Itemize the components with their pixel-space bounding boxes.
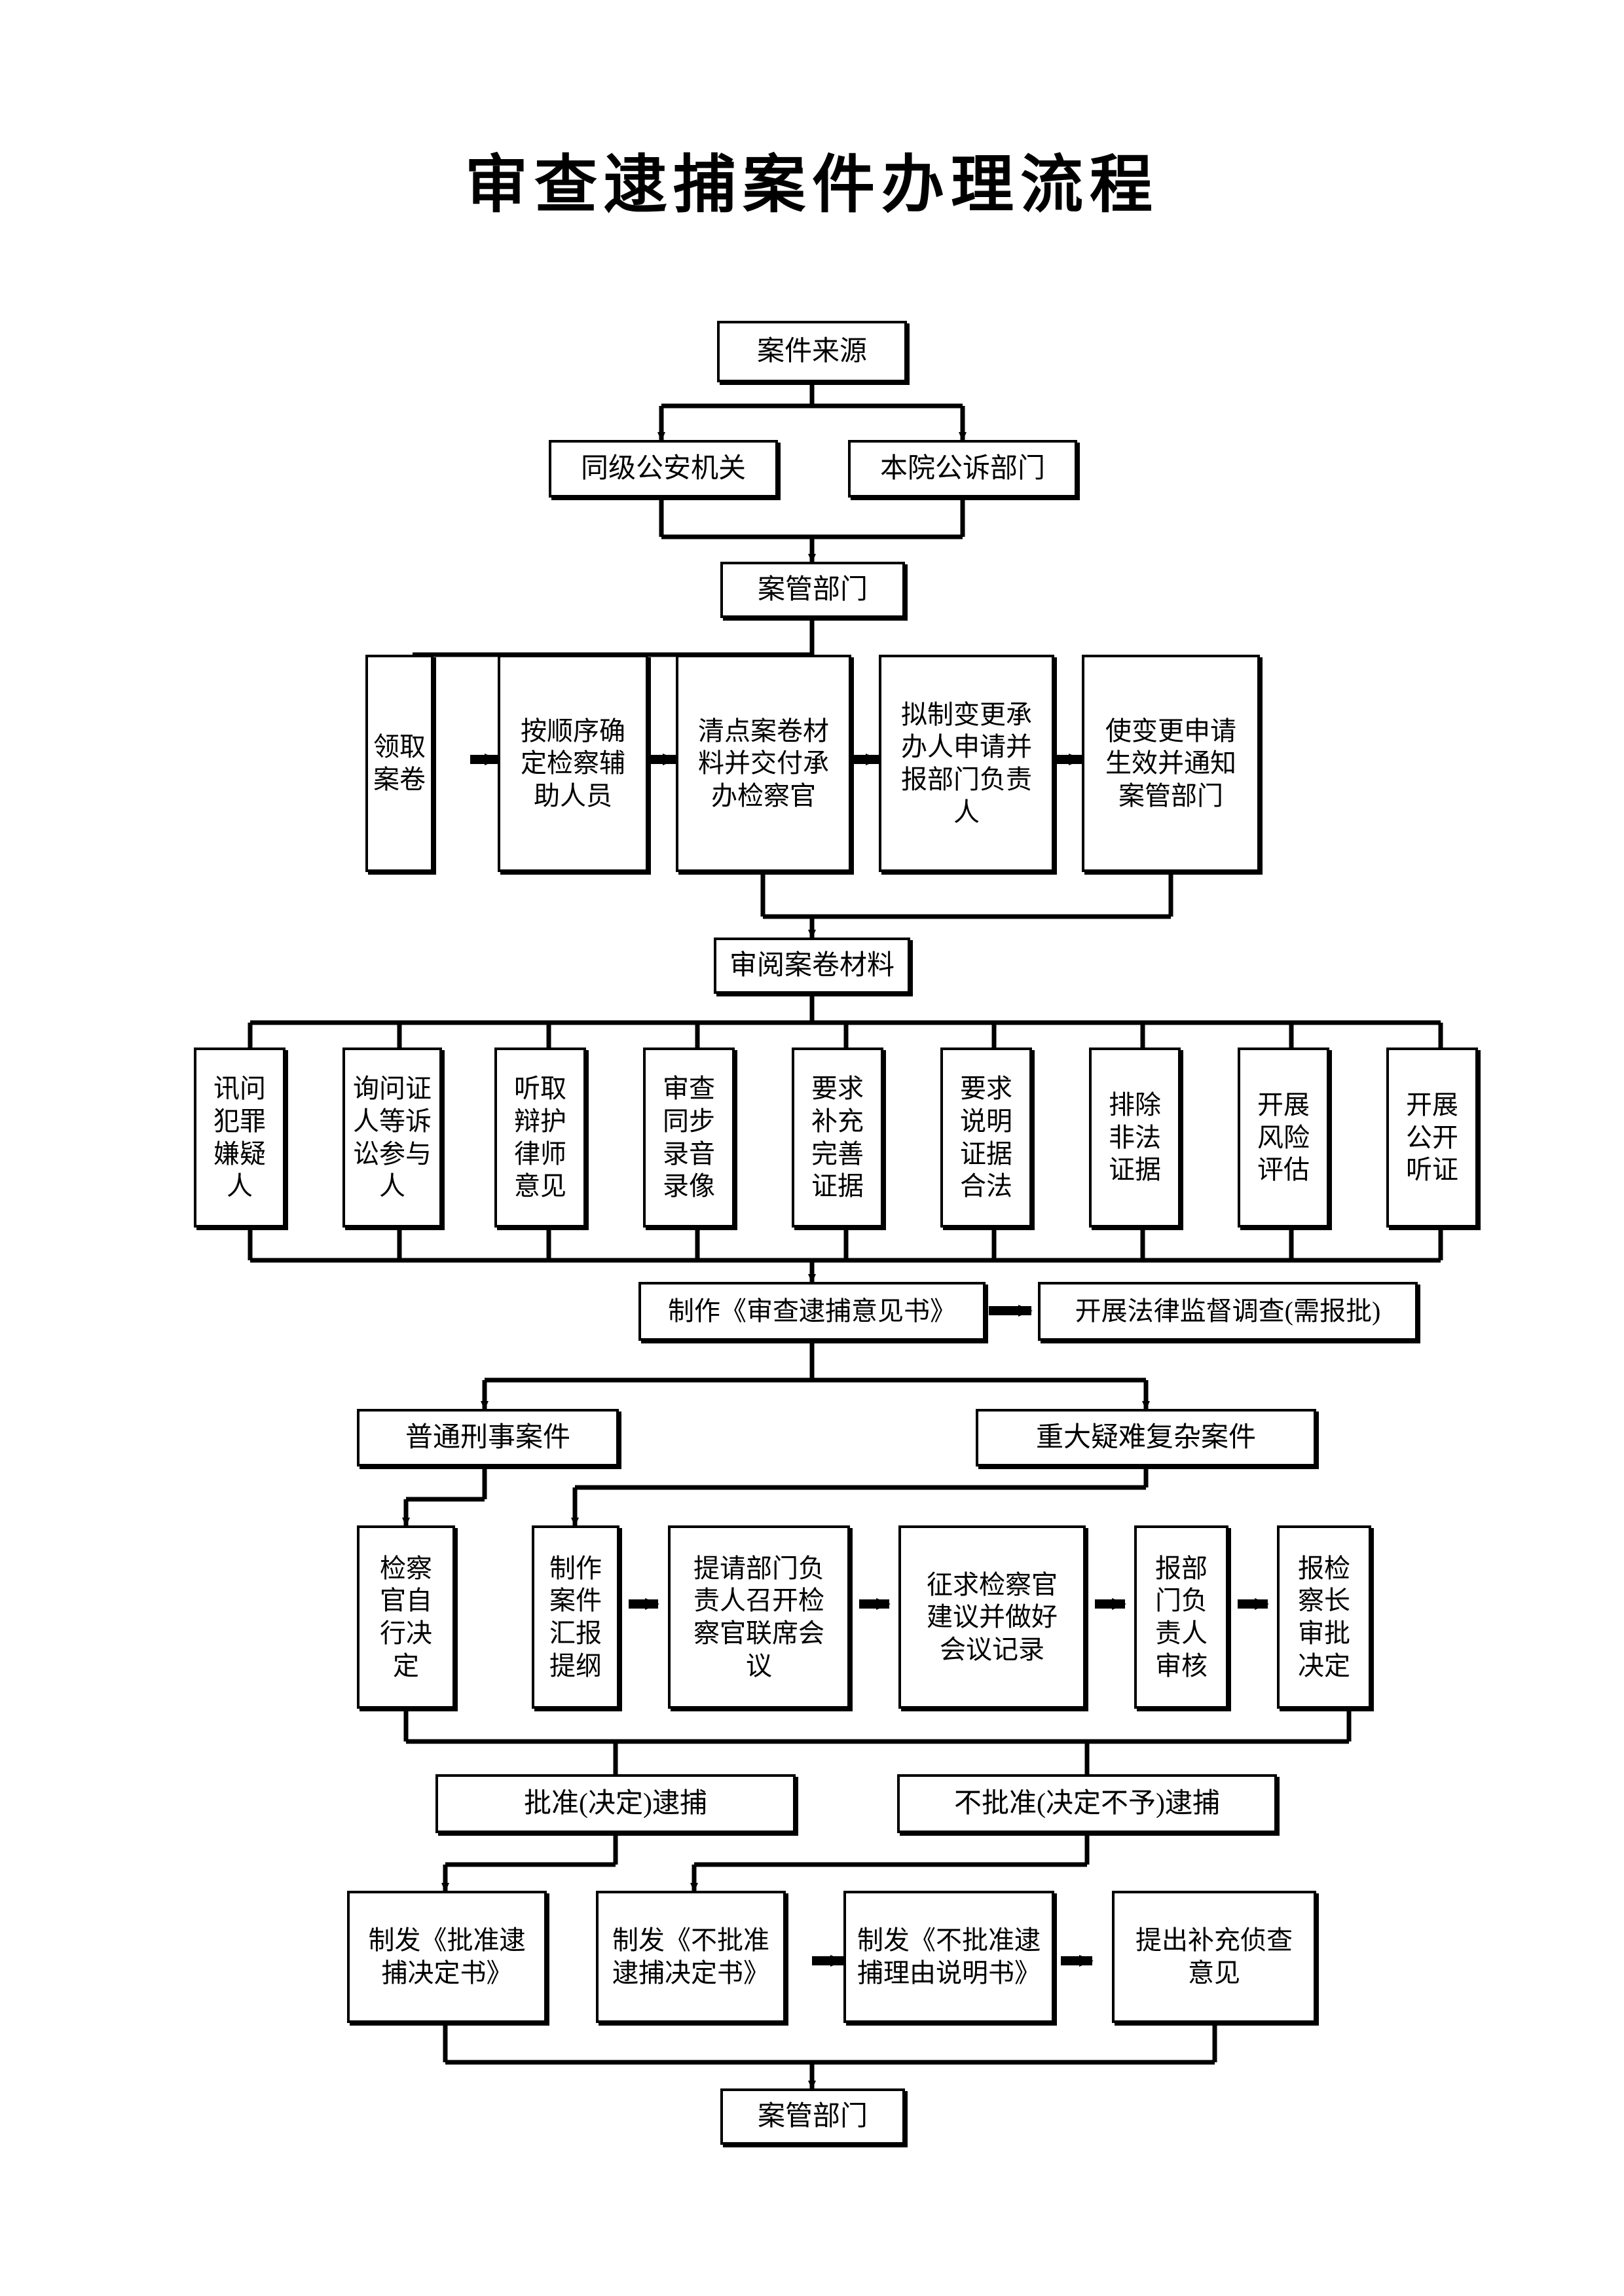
node-act-question[interactable]: 询问证人等诉讼参与人 (342, 1048, 442, 1228)
node-supplement-opinion[interactable]: 提出补充侦查意见 (1112, 1891, 1316, 2023)
node-label: 制作案件汇报提纲 (549, 1553, 602, 1681)
node-label: 征求检察官建议并做好会议记录 (927, 1569, 1058, 1664)
node-act-av[interactable]: 审查同步录音录像 (643, 1048, 735, 1228)
node-label: 批准(决定)逮捕 (524, 1788, 707, 1819)
node-label: 制发《批准逮捕决定书》 (368, 1925, 526, 1988)
node-dept-review[interactable]: 报部门负责人审核 (1134, 1525, 1228, 1709)
node-label: 排除非法证据 (1109, 1090, 1161, 1185)
node-issue-approve[interactable]: 制发《批准逮捕决定书》 (347, 1891, 547, 2023)
node-self-decide[interactable]: 检察官自行决定 (357, 1525, 455, 1709)
node-label: 开展法律监督调查(需报批) (1075, 1296, 1381, 1326)
node-label: 报部门负责人审核 (1155, 1553, 1208, 1681)
node-label: 提出补充侦查意见 (1135, 1925, 1293, 1988)
node-act-listen[interactable]: 听取辩护律师意见 (494, 1048, 586, 1228)
node-act-hearing[interactable]: 开展公开听证 (1386, 1048, 1478, 1228)
node-label: 开展公开听证 (1406, 1090, 1458, 1185)
node-ordinary-case[interactable]: 普通刑事案件 (357, 1409, 619, 1467)
node-label: 制发《不批准逮捕理由说明书》 (857, 1925, 1041, 1988)
node-act-explain[interactable]: 要求说明证据合法 (940, 1048, 1032, 1228)
node-issue-disapprove[interactable]: 制发《不批准逮捕决定书》 (596, 1891, 786, 2023)
node-disapprove-arrest[interactable]: 不批准(决定不予)逮捕 (897, 1774, 1277, 1833)
node-label: 检察官自行决定 (380, 1553, 432, 1681)
node-label: 同级公安机关 (580, 453, 746, 484)
node-public-security[interactable]: 同级公安机关 (549, 440, 778, 498)
node-review-files[interactable]: 审阅案卷材料 (714, 938, 910, 994)
node-label: 制发《不批准逮捕决定书》 (612, 1925, 769, 1988)
node-prosecution-dept[interactable]: 本院公诉部门 (848, 440, 1077, 498)
node-act-risk[interactable]: 开展风险评估 (1238, 1048, 1329, 1228)
node-chief-approve[interactable]: 报检察长审批决定 (1277, 1525, 1371, 1709)
node-step-count[interactable]: 清点案卷材料并交付承办检察官 (676, 655, 851, 872)
node-case-mgmt-bottom[interactable]: 案管部门 (720, 2088, 905, 2145)
node-act-supplement[interactable]: 要求补充完善证据 (792, 1048, 883, 1228)
node-label: 案管部门 (757, 574, 868, 605)
node-case-source[interactable]: 案件来源 (717, 321, 907, 382)
node-label: 清点案卷材料并交付承办检察官 (698, 716, 829, 811)
node-label: 领取案卷 (373, 732, 426, 794)
node-label: 审查同步录音录像 (663, 1074, 715, 1201)
node-label: 讯问犯罪嫌疑人 (213, 1074, 266, 1201)
node-seek-advice[interactable]: 征求检察官建议并做好会议记录 (898, 1525, 1086, 1709)
node-label: 案件来源 (756, 336, 867, 367)
node-label: 开展风险评估 (1257, 1090, 1310, 1185)
node-label: 报检察长审批决定 (1298, 1553, 1350, 1681)
node-label: 案管部门 (757, 2101, 868, 2132)
node-act-exclude[interactable]: 排除非法证据 (1089, 1048, 1181, 1228)
node-label: 使变更申请生效并通知案管部门 (1105, 716, 1236, 811)
node-major-case[interactable]: 重大疑难复杂案件 (976, 1409, 1316, 1467)
node-label: 要求说明证据合法 (960, 1074, 1012, 1201)
node-label: 制作《审查逮捕意见书》 (668, 1296, 956, 1326)
node-label: 拟制变更承办人申请并报部门负责人 (901, 699, 1032, 827)
node-step-receive[interactable]: 领取案卷 (365, 655, 434, 872)
node-label: 按顺序确定检察辅助人员 (521, 716, 625, 811)
node-make-report[interactable]: 制作案件汇报提纲 (532, 1525, 619, 1709)
page-title: 审查逮捕案件办理流程 (465, 150, 1159, 220)
node-act-interrogate[interactable]: 讯问犯罪嫌疑人 (194, 1048, 286, 1228)
node-approve-arrest[interactable]: 批准(决定)逮捕 (435, 1774, 796, 1833)
node-label: 提请部门负责人召开检察官联席会议 (693, 1553, 824, 1681)
node-label: 不批准(决定不予)逮捕 (954, 1788, 1220, 1819)
node-issue-reason[interactable]: 制发《不批准逮捕理由说明书》 (843, 1891, 1054, 2023)
node-label: 普通刑事案件 (405, 1422, 570, 1453)
node-legal-supervision[interactable]: 开展法律监督调查(需报批) (1038, 1282, 1418, 1341)
node-label: 审阅案卷材料 (729, 950, 895, 981)
node-step-effect[interactable]: 使变更申请生效并通知案管部门 (1082, 655, 1260, 872)
node-label: 重大疑难复杂案件 (1035, 1422, 1256, 1453)
node-step-assign[interactable]: 按顺序确定检察辅助人员 (498, 655, 648, 872)
node-label: 听取辩护律师意见 (514, 1074, 566, 1201)
node-request-meeting[interactable]: 提请部门负责人召开检察官联席会议 (668, 1525, 850, 1709)
node-step-change[interactable]: 拟制变更承办人申请并报部门负责人 (879, 655, 1054, 872)
node-make-opinion[interactable]: 制作《审查逮捕意见书》 (638, 1282, 986, 1341)
node-label: 要求补充完善证据 (811, 1074, 864, 1201)
node-label: 本院公诉部门 (879, 453, 1045, 484)
node-label: 询问证人等诉讼参与人 (353, 1074, 432, 1201)
node-case-mgmt-top[interactable]: 案管部门 (720, 562, 905, 618)
